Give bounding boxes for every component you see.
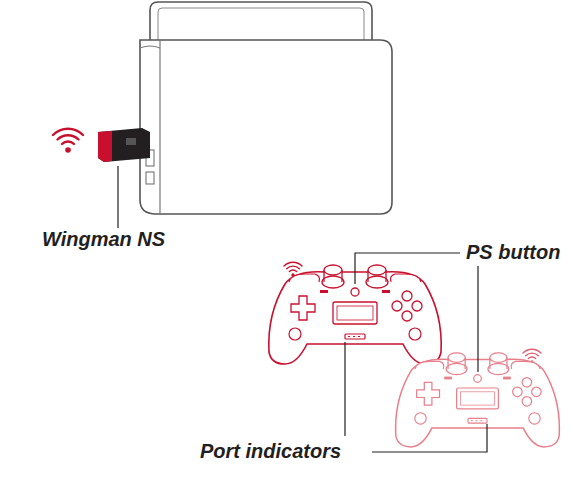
wingman-dongle: [98, 128, 150, 162]
switch-dock: [140, 40, 392, 214]
callout-label: Port indicators: [198, 440, 343, 462]
leader-line: [118, 166, 487, 452]
callout-label: PS button: [464, 241, 562, 263]
callout-label: Wingman NS: [40, 228, 167, 250]
wireless-icon: [53, 129, 83, 153]
switch-console: [150, 2, 372, 44]
